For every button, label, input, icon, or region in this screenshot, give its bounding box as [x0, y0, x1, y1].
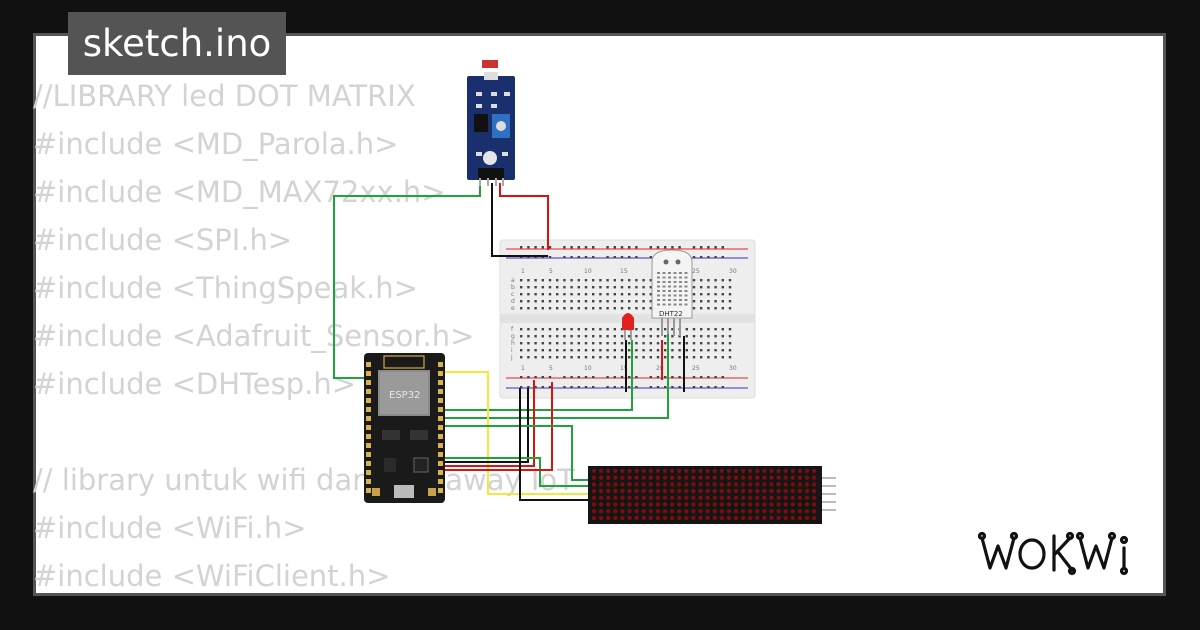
wokwi-logo — [978, 531, 1129, 576]
breadboard-row-letter: i — [511, 347, 513, 354]
code-line: //LIBRARY led DOT MATRIX — [33, 79, 416, 113]
esp32-label: ESP32 — [389, 390, 420, 401]
ldr-sensor-module[interactable] — [467, 60, 515, 186]
breadboard-row-letter: a — [511, 277, 515, 284]
file-tab[interactable]: sketch.ino — [68, 12, 286, 75]
breadboard-col-number: 30 — [729, 365, 737, 372]
breadboard-col-number: 20 — [656, 365, 664, 372]
breadboard-row-letter: e — [511, 305, 515, 312]
breadboard-row-letter: g — [511, 333, 515, 340]
code-line: #include <WiFiClient.h> — [33, 559, 391, 593]
breadboard-col-number: 10 — [584, 268, 592, 275]
breadboard-col-number: 15 — [620, 268, 628, 275]
esp32-board[interactable]: ESP32 — [364, 353, 445, 503]
code-editor: //LIBRARY led DOT MATRIX #include <MD_Par… — [33, 72, 575, 600]
breadboard-col-number: 5 — [549, 268, 553, 275]
code-line: #include <SPI.h> — [33, 223, 293, 257]
led-dot-matrix[interactable] — [588, 466, 836, 524]
breadboard-row-letter: f — [511, 326, 514, 333]
breadboard-row-letter: h — [511, 340, 515, 347]
wires — [333, 183, 685, 501]
breadboard-row-letter: c — [511, 291, 514, 298]
code-line: #include <MD_MAX72xx.h> — [33, 175, 446, 209]
breadboard-row-letter: j — [510, 354, 513, 361]
breadboard-row-letter: d — [511, 298, 515, 305]
breadboard-col-number: 15 — [620, 365, 628, 372]
breadboard-col-number: 1 — [521, 268, 525, 275]
code-line: #include <ThingSpeak.h> — [33, 271, 418, 305]
breadboard-col-number: 25 — [692, 365, 700, 372]
breadboard-col-number: 10 — [584, 365, 592, 372]
breadboard-row-letter: b — [511, 284, 515, 291]
code-line: #include <MD_Parola.h> — [33, 127, 399, 161]
dht22-label: DHT22 — [659, 310, 683, 318]
dht22-sensor[interactable]: DHT22 — [651, 249, 693, 336]
breadboard-col-number: 30 — [729, 268, 737, 275]
breadboard-col-number: 1 — [521, 365, 525, 372]
code-line: #include <WiFi.h> — [33, 511, 307, 545]
breadboard-col-number: 25 — [692, 268, 700, 275]
code-line: #include <DHTesp.h> — [33, 367, 357, 401]
breadboard-col-number: 5 — [549, 365, 553, 372]
code-line: #include <Adafruit_Sensor.h> — [33, 319, 475, 353]
red-led[interactable] — [622, 313, 634, 340]
